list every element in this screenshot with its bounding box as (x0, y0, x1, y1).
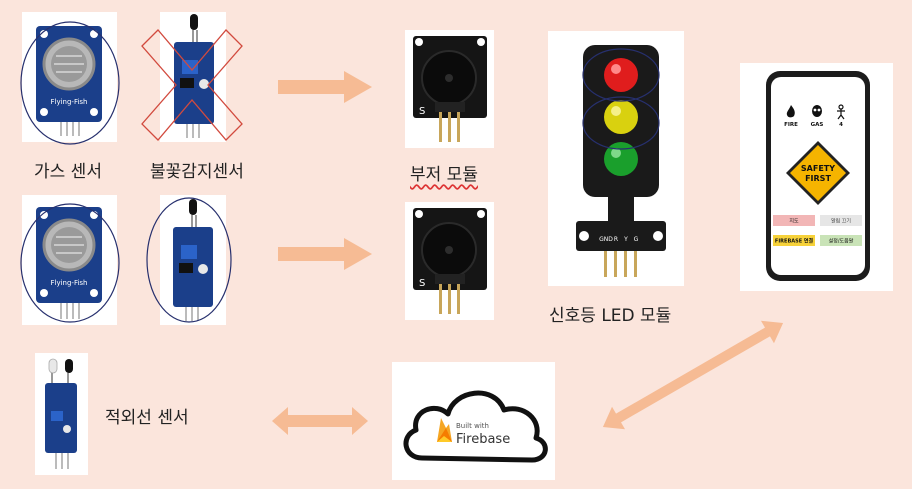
arrow-sensors-to-buzzer-top (278, 71, 372, 103)
traffic-led-label: 신호등 LED 모듈 (549, 306, 672, 326)
buzzer-pin-label-bottom: S (419, 278, 425, 289)
gas-sensor-image-bottom: Flying-Fish (22, 195, 117, 325)
map-button-label: 지도 (789, 218, 799, 225)
sign-line1: SAFETY (801, 164, 835, 173)
buzzer-pin-label-top: S (419, 106, 425, 117)
gas-sensor-highlight-ellipse-bottom (20, 203, 120, 323)
person-icon (837, 104, 845, 120)
buzzer-module-image-top: S (405, 30, 494, 148)
status-gas-label: GAS (811, 122, 824, 128)
gas-board-text: Flying-Fish (50, 98, 87, 106)
led-pin-y: Y (623, 236, 628, 243)
map-button[interactable] (773, 215, 815, 226)
alarm-off-button-label: 알림 끄기 (831, 218, 851, 225)
led-pin-gnd: GND (599, 236, 613, 243)
alarm-off-button[interactable] (820, 215, 862, 226)
flame-sensor-label-top: 불꽃감지센서 (150, 162, 244, 182)
arrow-sensors-to-buzzer-bottom (278, 238, 372, 270)
help-button[interactable] (820, 235, 862, 246)
smartphone-app-image: FIRE GAS 4 SAFETY FIRST 지도 알림 끄기 FIREBAS… (740, 63, 893, 291)
firebase-connect-button[interactable] (773, 235, 815, 246)
firebase-cloud-image: Built with Firebase (392, 362, 555, 480)
flame-sensor-image-bottom (160, 195, 226, 325)
gas-sensor-label-top: 가스 센서 (34, 162, 102, 182)
ir-sensor-image (35, 353, 88, 475)
flame-sensor-highlight-ellipse-bottom (146, 197, 232, 323)
gas-mask-icon (812, 105, 822, 117)
firebase-connect-button-label: FIREBASE 연결 (775, 238, 814, 245)
traffic-led-module-image: GND R Y G (548, 31, 684, 286)
led-pin-r: R (614, 236, 618, 243)
safety-first-sign: SAFETY FIRST (786, 141, 850, 205)
gas-sensor-highlight-ellipse-top (20, 21, 120, 145)
firebase-flame-icon (437, 418, 452, 442)
gas-board-text-bottom: Flying-Fish (50, 279, 87, 287)
arrow-ir-to-firebase (272, 407, 368, 435)
arrow-firebase-to-phone (602, 320, 784, 430)
buzzer-module-image-bottom: S (405, 202, 494, 320)
sign-line2: FIRST (805, 174, 831, 183)
gas-sensor-image-top: Flying-Fish (22, 12, 117, 142)
led-pin-g: G (634, 236, 639, 243)
firebase-built-with: Built with (456, 422, 489, 430)
buzzer-module-label: 부저 모듈 (410, 165, 478, 185)
status-fire-label: FIRE (784, 122, 798, 128)
flame-icon (786, 105, 795, 118)
flame-sensor-excluded-cross (141, 29, 243, 141)
status-count-label: 4 (839, 122, 843, 128)
firebase-brand: Firebase (456, 432, 510, 447)
ir-sensor-label: 적외선 센서 (105, 408, 189, 428)
help-button-label: 설정/도움말 (829, 238, 854, 245)
